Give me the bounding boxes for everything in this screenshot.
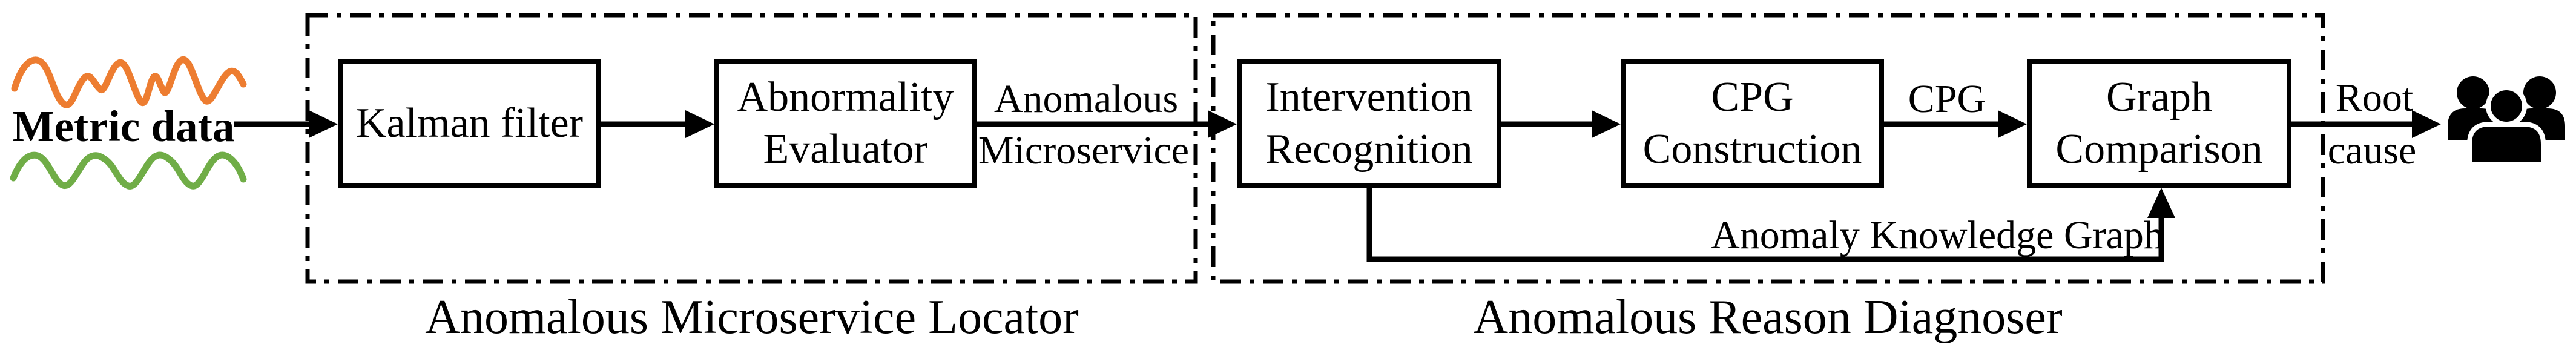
arrow-intervention-to-cpg [1501, 110, 1621, 138]
intervention-recognition-label-line2: Recognition [1265, 126, 1473, 173]
anomalous-microservice-label-line1: Anomalous [993, 77, 1179, 121]
diagnoser-dashdot-border [1211, 13, 2325, 284]
users-icon [2448, 76, 2565, 167]
root-cause-label-line1: Root [2335, 76, 2414, 120]
kalman-filter-box: Kalman filter [338, 59, 601, 188]
abnormality-evaluator-label-line1: Abnormality [737, 74, 954, 121]
arrow-cpg [1884, 110, 2027, 138]
arrow-kalman-to-abnormality [601, 110, 714, 138]
graph-comparison-label-line1: Graph [2106, 74, 2212, 121]
cpg-construction-label-line1: CPG [1711, 74, 1794, 121]
arrow-anomalous-microservice [977, 110, 1237, 138]
cpg-construction-box: CPG Construction [1621, 59, 1884, 188]
graph-comparison-label-line2: Comparison [2055, 126, 2263, 173]
cpg-edge-label: CPG [1908, 77, 1986, 121]
metric-wave-green-icon [10, 151, 247, 190]
arrow-root-cause [2291, 110, 2441, 138]
intervention-recognition-box: Intervention Recognition [1237, 59, 1501, 188]
intervention-recognition-label-line1: Intervention [1265, 74, 1473, 121]
kalman-filter-label: Kalman filter [355, 100, 584, 147]
anomalous-microservice-label-line2: Microservice [978, 128, 1190, 173]
abnormality-evaluator-box: Abnormality Evaluator [714, 59, 977, 188]
diagnoser-caption: Anomalous Reason Diagnoser [1473, 291, 2063, 344]
root-cause-label-line2: cause [2327, 128, 2417, 173]
anomaly-knowledge-graph-label: Anomaly Knowledge Graph [1711, 213, 2164, 257]
locator-dashdot-border [305, 13, 1198, 284]
metric-wave-orange-icon [11, 56, 247, 108]
arrow-input-to-kalman [234, 110, 338, 138]
graph-comparison-box: Graph Comparison [2027, 59, 2291, 188]
cpg-construction-label-line2: Construction [1642, 126, 1862, 173]
abnormality-evaluator-label-line2: Evaluator [763, 126, 928, 173]
arrow-anomaly-knowledge-graph [1366, 188, 2175, 262]
locator-caption: Anomalous Microservice Locator [425, 291, 1079, 344]
metric-data-label: Metric data [12, 102, 235, 151]
